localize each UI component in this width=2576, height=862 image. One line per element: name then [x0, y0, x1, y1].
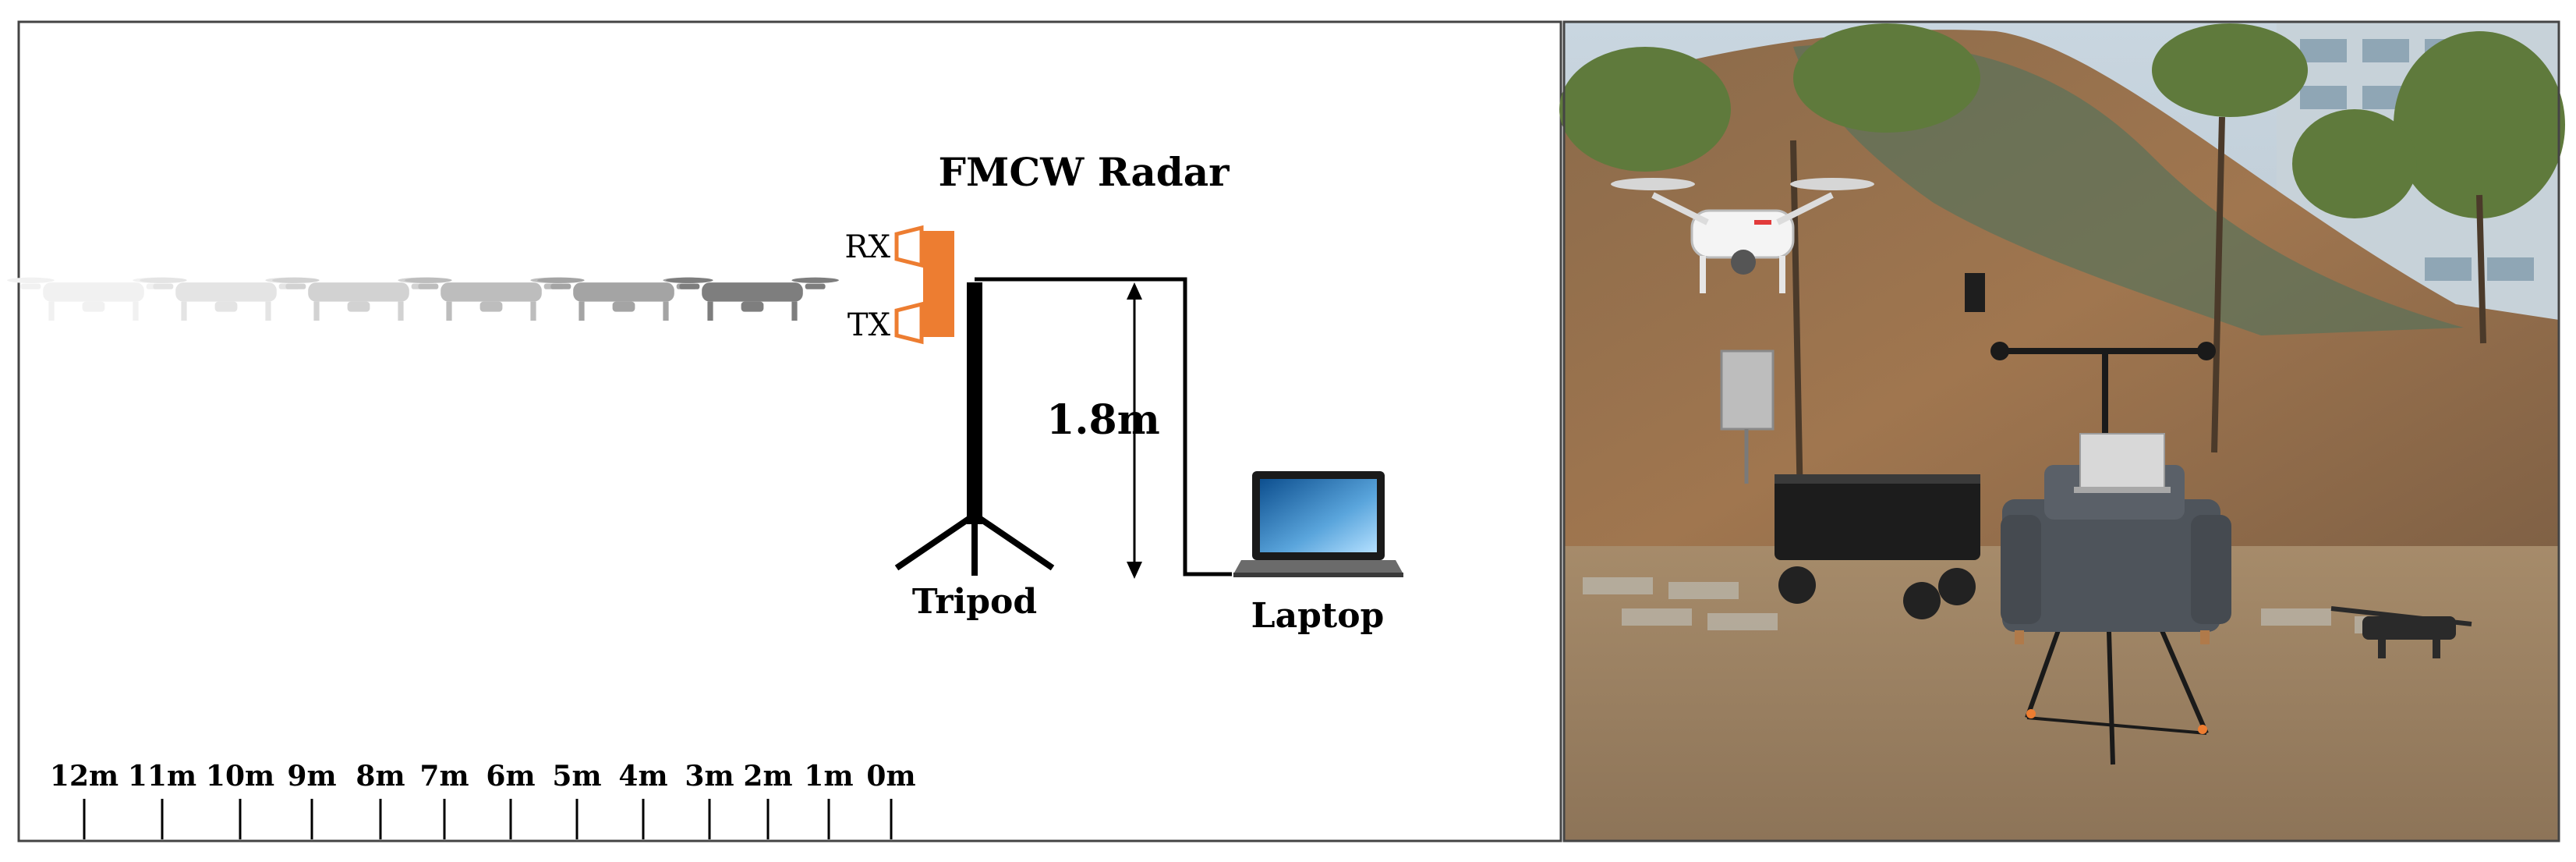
- distance-tick-label: 11m: [128, 760, 196, 793]
- cable: [975, 277, 1232, 576]
- distance-tick-label: 7m: [419, 760, 469, 793]
- height-label: 1.8m: [1046, 396, 1160, 444]
- distance-tick-label: 12m: [50, 760, 119, 793]
- radar-board: [923, 231, 954, 337]
- distance-tick-label: 6m: [486, 760, 535, 793]
- hillside: [1564, 30, 2559, 594]
- laptop-label: Laptop: [1251, 596, 1385, 636]
- distance-tick-label: 9m: [287, 760, 336, 793]
- distance-tick-label: 1m: [804, 760, 853, 793]
- distance-tick-label: 0m: [866, 760, 915, 793]
- distance-tick-label: 8m: [356, 760, 405, 793]
- laptop-icon: [1233, 471, 1403, 577]
- arrow-up-icon: [1127, 282, 1142, 300]
- distance-tick-label: 2m: [743, 760, 792, 793]
- arrow-down-icon: [1127, 562, 1142, 579]
- trees: [1559, 23, 2565, 218]
- schematic-panel-frame: [17, 20, 1562, 842]
- folded-drone-icon: [2330, 606, 2472, 658]
- reflector-plate: [1720, 349, 1775, 484]
- wagon-icon: [1775, 474, 1980, 619]
- distance-tick-label: 5m: [552, 760, 601, 793]
- green-netting: [1793, 43, 2464, 336]
- distance-ruler: 12m 11m 10m 9m 8m 7m 6m 5m 4m 3m 2m 1m 0m: [50, 760, 916, 839]
- distance-tick-label: 3m: [685, 760, 734, 793]
- radar-antenna: [894, 225, 954, 345]
- photo-panel: [1559, 22, 2565, 841]
- radar-title: FMCW Radar: [939, 149, 1230, 195]
- tx-label: TX: [847, 307, 891, 343]
- rx-antenna-icon: [894, 225, 924, 268]
- rx-label: RX: [844, 229, 890, 265]
- height-indicator: [1127, 282, 1142, 579]
- tripod-label: Tripod: [912, 582, 1037, 622]
- distance-tick-label: 4m: [618, 760, 667, 793]
- photo-panel-frame: [1562, 20, 2560, 842]
- tx-antenna-icon: [894, 301, 924, 345]
- tripod-icon: [894, 282, 1055, 576]
- distance-tick-label: 10m: [206, 760, 274, 793]
- quadcopter-icon: [1611, 178, 1874, 293]
- laptop-icon: [2074, 433, 2171, 493]
